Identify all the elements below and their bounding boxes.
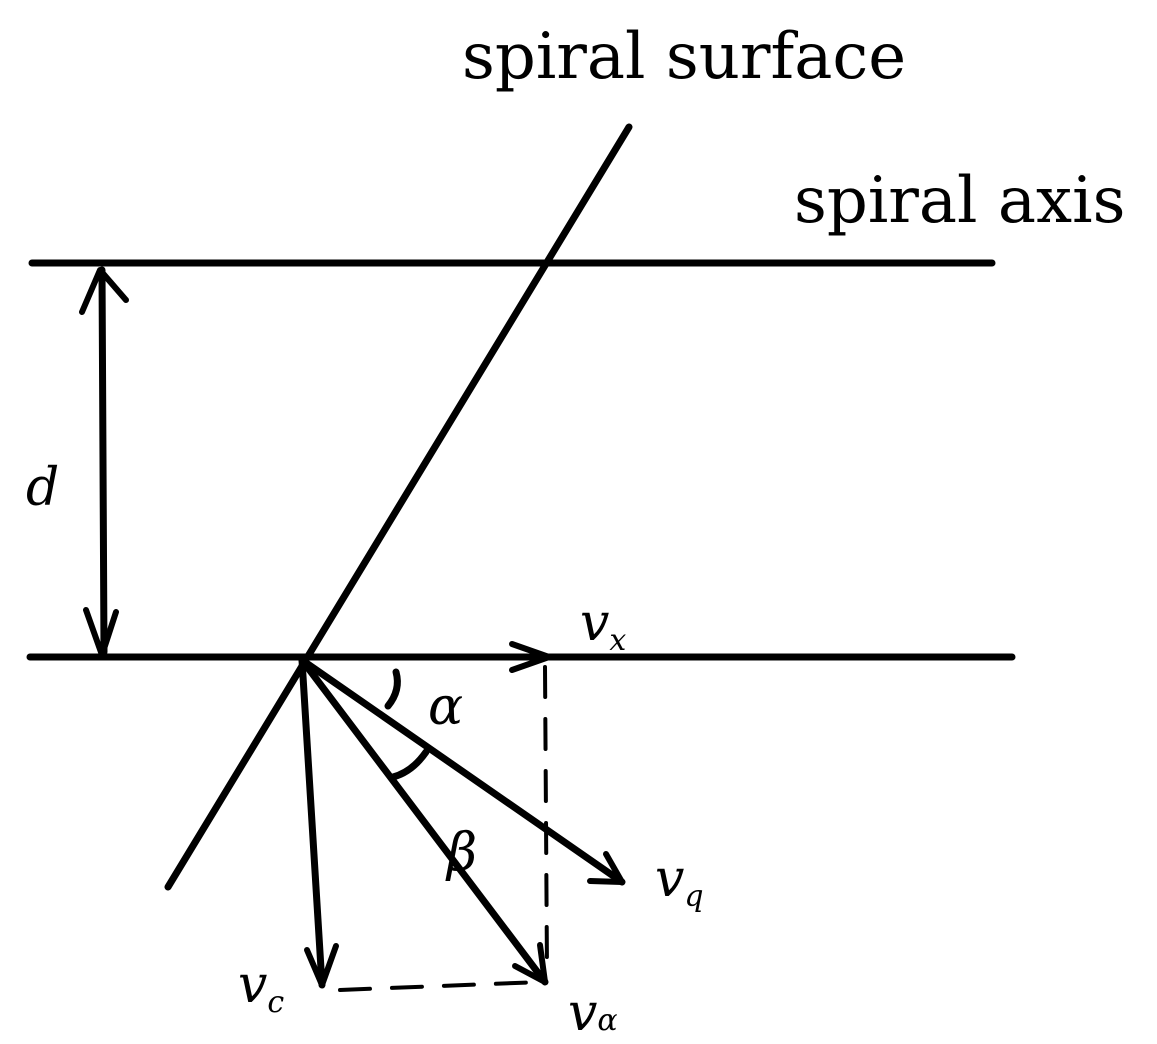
distance-d-label: d [26, 458, 59, 518]
vx-label: vx [580, 593, 626, 658]
distance-d-arrowhead-bottom [83, 607, 119, 658]
spiral-surface-label: spiral surface [462, 20, 906, 94]
distance-d-shaft [98, 266, 108, 656]
vc-label: vc [238, 955, 284, 1020]
vq-vector [298, 656, 626, 886]
spiral-axis-label: spiral axis [794, 164, 1125, 238]
vq-label: vq [655, 849, 704, 914]
vc-arrowhead [304, 943, 339, 988]
vq-arrowhead [587, 851, 625, 885]
spiral-surface-line [164, 123, 633, 891]
horizontal-dashed-projection [338, 980, 542, 992]
beta-label: β [445, 823, 477, 883]
vx-arrowhead [509, 641, 552, 673]
valpha-label: vα [568, 983, 618, 1043]
alpha-angle-arc [384, 668, 401, 710]
distance-d-arrowhead-top [79, 267, 129, 315]
vc-vector [298, 656, 326, 989]
beta-angle-arc [389, 748, 430, 781]
alpha-label: α [428, 677, 463, 737]
valpha-arrowhead [512, 942, 548, 985]
vertical-dashed-projection [543, 665, 549, 974]
valpha-vector [298, 656, 549, 986]
